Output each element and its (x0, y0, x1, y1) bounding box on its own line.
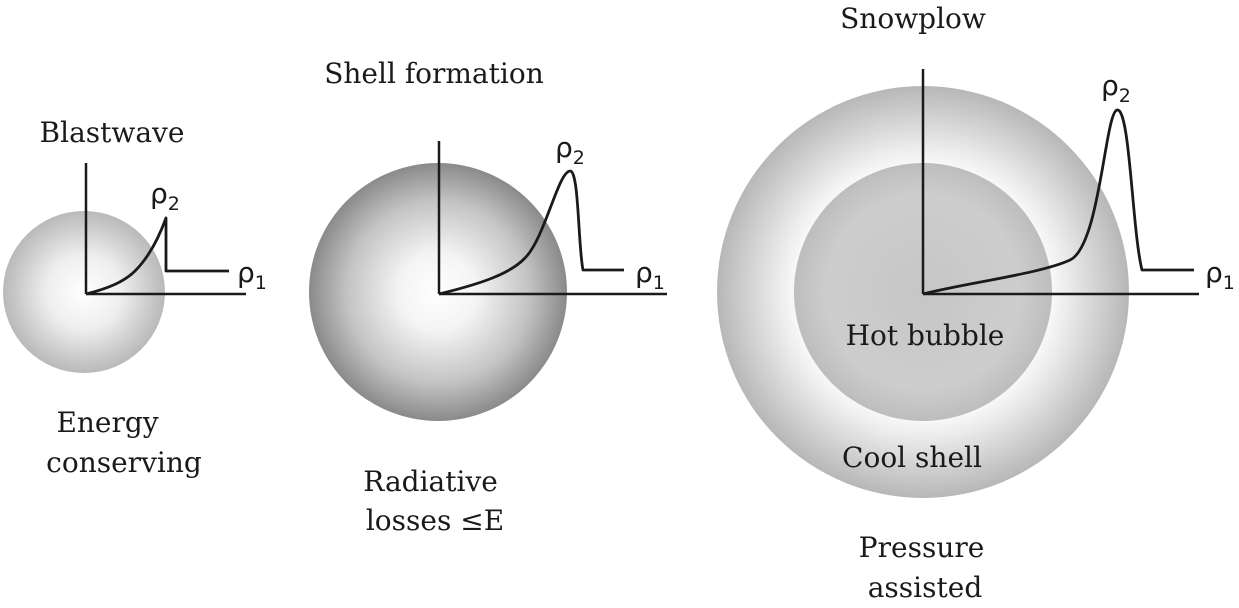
blastwave-sphere (3, 211, 165, 373)
blastwave-density-profile (85, 216, 229, 296)
cool-shell-label: Cool shell (842, 441, 982, 474)
blastwave-rho1-label: ρ1 (237, 256, 267, 294)
snowplow-caption: Pressure assisted (859, 531, 993, 604)
blastwave-title: Blastwave (40, 116, 185, 149)
shell-formation-rho1-label: ρ1 (635, 256, 665, 294)
snowplow-rho2-label: ρ2 (1101, 69, 1131, 107)
shell-formation-rho2-label: ρ2 (555, 131, 585, 169)
snowplow-title: Snowplow (840, 2, 986, 35)
blastwave-rho2-label: ρ2 (150, 177, 180, 215)
hot-bubble-label: Hot bubble (846, 319, 1005, 352)
shell-formation-panel: Shell formation ρ2 ρ1 Radiative losses ≤… (309, 57, 667, 537)
shell-formation-title: Shell formation (324, 57, 544, 90)
shell-formation-caption: Radiative losses ≤E (363, 465, 507, 537)
snowplow-rho1-label: ρ1 (1205, 256, 1235, 294)
snowplow-panel: Snowplow ρ2 ρ1 Hot bubble Cool shell Pre… (717, 2, 1235, 604)
snowplow-density-profile (922, 108, 1194, 296)
blastwave-caption: Energy conserving (46, 406, 202, 479)
blastwave-panel: Blastwave ρ2 ρ1 Energy conserving (3, 116, 267, 479)
shell-formation-density-profile (438, 169, 624, 296)
